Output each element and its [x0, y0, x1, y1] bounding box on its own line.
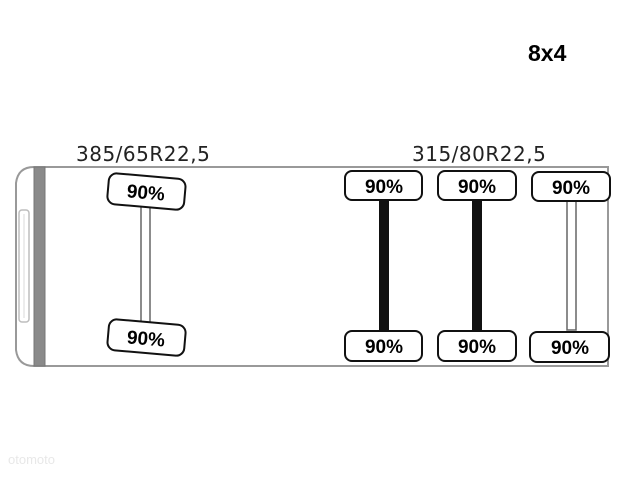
axle-configuration: 8x4 [528, 40, 567, 66]
bumper-detail [18, 209, 30, 323]
tire-rear-2-right: 90% [437, 330, 517, 362]
tire-rear-3-left: 90% [531, 171, 611, 202]
tire-tread-label: 90% [365, 337, 403, 358]
front-axle [140, 201, 151, 327]
tire-rear-2-left: 90% [437, 170, 517, 201]
cab-front-bar [33, 166, 46, 367]
tire-tread-label: 90% [126, 181, 166, 205]
tire-rear-1-left: 90% [344, 170, 423, 201]
front-tire-size: 385/65R22,5 [76, 142, 211, 166]
tire-tread-label: 90% [458, 337, 496, 358]
tire-tread-label: 90% [126, 327, 166, 351]
chassis-outline [15, 166, 609, 367]
rear-tire-size: 315/80R22,5 [412, 142, 547, 166]
tire-rear-3-right: 90% [529, 331, 610, 363]
tire-tread-label: 90% [551, 338, 589, 359]
tire-front-right: 90% [106, 318, 187, 357]
tire-front-left: 90% [106, 172, 187, 211]
rear-axle-3 [566, 200, 577, 331]
tire-tread-label: 90% [365, 177, 403, 198]
tire-tread-label: 90% [552, 178, 590, 199]
rear-axle-2 [472, 200, 482, 332]
rear-axle-1 [379, 200, 389, 332]
watermark-logo: otomoto [8, 452, 55, 467]
tire-tread-label: 90% [458, 177, 496, 198]
tire-rear-1-right: 90% [344, 330, 423, 362]
